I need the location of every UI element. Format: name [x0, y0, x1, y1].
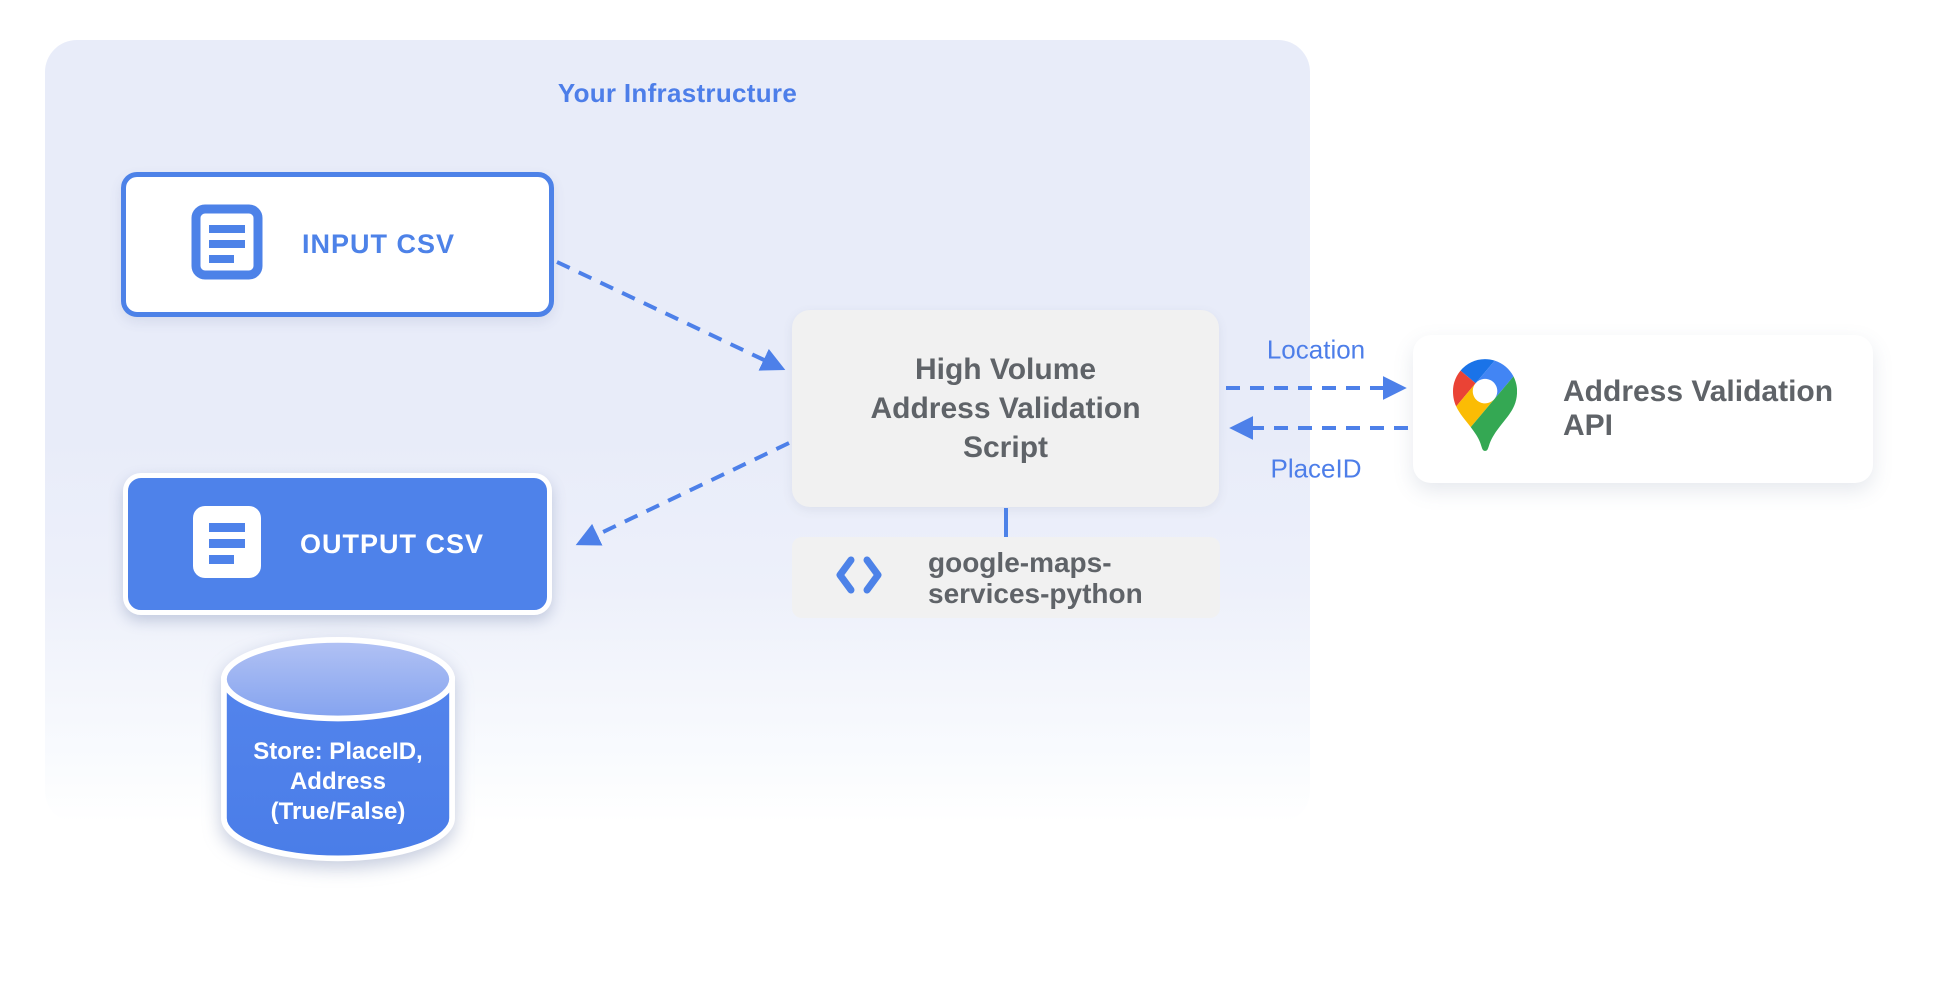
datastore-label-line: Address	[289, 768, 387, 795]
library-label-line: google-maps-	[928, 546, 1112, 578]
script-label-line: Address Validation	[870, 392, 1141, 425]
infrastructure-title: Your Infrastructure	[557, 78, 798, 108]
api-label: Address Validation API	[1563, 375, 1834, 442]
library-label: google-maps- services-python	[928, 547, 1143, 609]
script-label-line: Script	[962, 431, 1049, 464]
api-node: Address Validation API	[1413, 335, 1873, 483]
document-icon	[190, 203, 264, 286]
document-icon	[192, 505, 262, 584]
edge-label-placeid: PlaceID	[1270, 453, 1362, 484]
code-icon	[835, 555, 883, 601]
output-csv-label: OUTPUT CSV	[300, 528, 485, 559]
datastore-label-line: Store: PlaceID,	[253, 738, 423, 765]
input-csv-node: INPUT CSV	[121, 172, 554, 317]
datastore-label-line: (True/False)	[270, 798, 406, 825]
google-maps-pin-icon	[1453, 359, 1518, 459]
script-label-line: High Volume	[914, 353, 1097, 386]
datastore-cylinder: Store: PlaceID, Address (True/False)	[218, 636, 458, 868]
datastore-label: Store: PlaceID, Address (True/False)	[218, 737, 458, 827]
output-csv-node: OUTPUT CSV	[123, 473, 552, 615]
cylinder-shape	[221, 636, 455, 862]
library-node: google-maps- services-python	[792, 537, 1220, 618]
edge-label-location: Location	[1266, 334, 1366, 365]
input-csv-label: INPUT CSV	[302, 229, 456, 259]
library-label-line: services-python	[928, 577, 1143, 609]
script-node: High Volume Address Validation Script	[792, 310, 1219, 507]
